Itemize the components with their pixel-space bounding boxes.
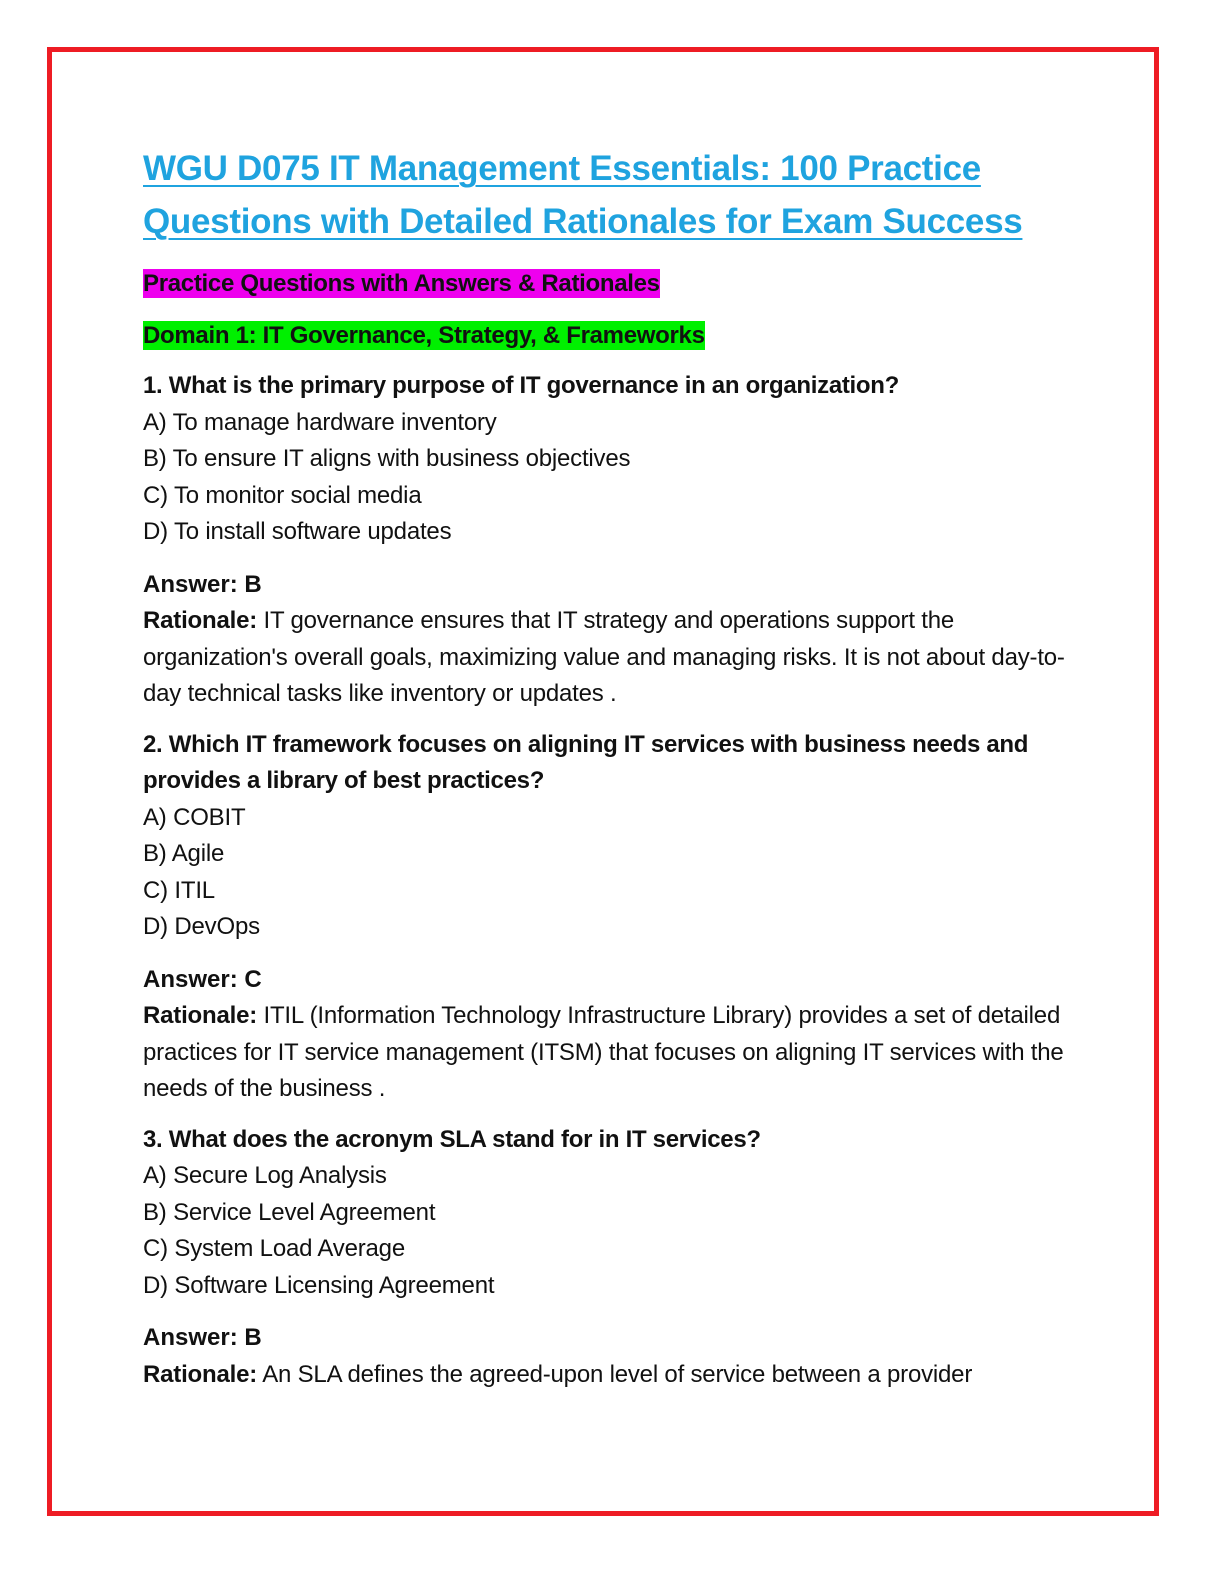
rationale-label: Rationale: xyxy=(143,607,258,634)
rationale-text: ITIL (Information Technology Infrastruct… xyxy=(143,1002,1064,1102)
rationale-text: IT governance ensures that IT strategy a… xyxy=(143,607,1065,707)
option-b: B) To ensure IT aligns with business obj… xyxy=(143,445,631,472)
section-heading: Practice Questions with Answers & Ration… xyxy=(143,269,660,298)
rationale-text: An SLA defines the agreed-upon level of … xyxy=(262,1360,973,1388)
section-heading-line: Practice Questions with Answers & Ration… xyxy=(143,266,1083,302)
domain-heading: Domain 1: IT Governance, Strategy, & Fra… xyxy=(143,321,705,350)
page-border xyxy=(47,47,1159,1516)
answer-line: Answer: B xyxy=(143,570,262,598)
rationale-paragraph: Rationale: An SLA defines the agreed-upo… xyxy=(143,1357,1083,1394)
option-d: D) DevOps xyxy=(143,913,260,940)
option-b: B) Agile xyxy=(143,840,225,867)
option-a: A) COBIT xyxy=(143,803,246,831)
question-block-3: 3. What does the acronym SLA stand for i… xyxy=(143,1122,1083,1394)
rationale-label: Rationale: xyxy=(143,1002,258,1029)
option-c: C) To monitor social media xyxy=(143,481,422,509)
option-a: A) To manage hardware inventory xyxy=(143,408,497,436)
question-block-1: 1. What is the primary purpose of IT gov… xyxy=(143,368,1083,713)
option-a: A) Secure Log Analysis xyxy=(143,1162,387,1189)
option-c: C) ITIL xyxy=(143,876,215,904)
option-d: D) To install software updates xyxy=(143,518,452,545)
rationale-paragraph: Rationale: ITIL (Information Technology … xyxy=(143,998,1083,1108)
domain-heading-line: Domain 1: IT Governance, Strategy, & Fra… xyxy=(143,318,1083,354)
answer-line: Answer: C xyxy=(143,965,262,993)
option-b: B) Service Level Agreement xyxy=(143,1198,436,1226)
rationale-label: Rationale: xyxy=(143,1360,258,1388)
option-c: C) System Load Average xyxy=(143,1235,405,1262)
option-d: D) Software Licensing Agreement xyxy=(143,1271,495,1299)
question-block-2: 2. Which IT framework focuses on alignin… xyxy=(143,727,1083,1108)
question-text: 1. What is the primary purpose of IT gov… xyxy=(143,372,900,399)
document-title[interactable]: WGU D075 IT Management Essentials: 100 P… xyxy=(143,149,1023,241)
answer-line: Answer: B xyxy=(143,1324,262,1351)
rationale-paragraph: Rationale: IT governance ensures that IT… xyxy=(143,603,1083,713)
question-text: 2. Which IT framework focuses on alignin… xyxy=(143,730,1029,795)
document-content: WGU D075 IT Management Essentials: 100 P… xyxy=(143,142,1083,1393)
question-text: 3. What does the acronym SLA stand for i… xyxy=(143,1125,761,1153)
